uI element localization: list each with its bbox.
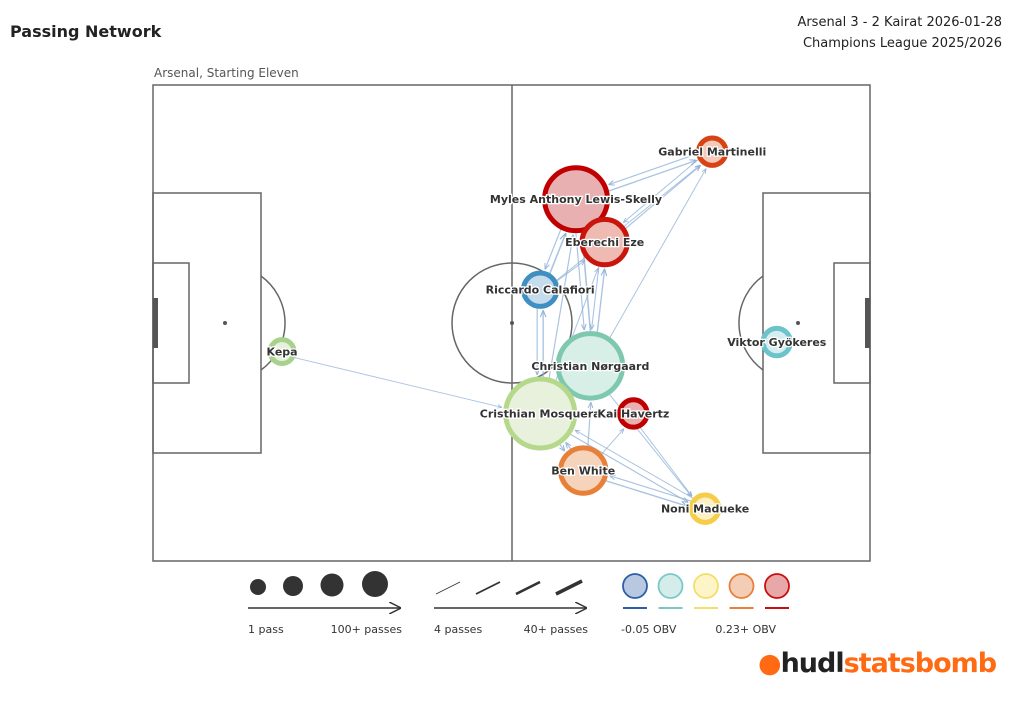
player-label: Kepa xyxy=(267,346,298,359)
pass-edge xyxy=(630,414,692,496)
hudl-statsbomb-logo: ●hudlstatsbomb xyxy=(758,648,998,679)
legend-obv-swatch xyxy=(764,573,790,599)
pass-edge xyxy=(610,476,707,507)
match-info: Arsenal 3 - 2 Kairat 2026-01-28 Champion… xyxy=(797,12,1002,54)
player-label: Viktor Gyökeres xyxy=(727,336,827,349)
legend-obv-max: 0.23+ OBV xyxy=(715,623,776,636)
legend-obv-swatch xyxy=(693,573,719,599)
match-line: Arsenal 3 - 2 Kairat 2026-01-28 xyxy=(797,15,1002,30)
legend-obv-min: -0.05 OBV xyxy=(621,623,677,636)
legend-size-min: 1 pass xyxy=(248,623,284,636)
player-node[interactable] xyxy=(696,135,729,168)
player-node[interactable] xyxy=(503,376,578,451)
player-label: Eberechi Eze xyxy=(565,236,644,249)
legend-obv-swatch xyxy=(728,573,755,599)
player-node[interactable] xyxy=(520,270,560,309)
player-node[interactable] xyxy=(542,165,610,234)
pass-edge xyxy=(609,148,712,185)
pass-edge xyxy=(624,148,711,222)
player-label: Myles Anthony Lewis-Skelly xyxy=(490,193,662,206)
player-node[interactable] xyxy=(555,331,626,401)
player-node[interactable] xyxy=(688,492,722,525)
legend-width-line xyxy=(515,580,541,596)
legend-size-max: 100+ passes xyxy=(331,623,403,636)
player-label: Ben White xyxy=(551,465,615,478)
legend-obv-swatch xyxy=(657,573,684,599)
player-node[interactable] xyxy=(267,337,297,367)
pass-edge xyxy=(592,169,706,368)
player-label: Noni Madueke xyxy=(661,503,749,516)
player-node[interactable] xyxy=(760,325,793,359)
logo-text-hudl: hudl xyxy=(780,648,845,679)
legend-width-line xyxy=(435,581,461,595)
legend-size-dot xyxy=(362,571,388,597)
legend-size-dot xyxy=(320,573,344,597)
legend: 1 pass 100+ passes 4 passes 40+ passes -… xyxy=(248,571,790,636)
legend-obv-swatch xyxy=(622,573,648,599)
player-label: Riccardo Calafiori xyxy=(486,284,595,297)
logo-text-statsbomb: statsbomb xyxy=(843,648,998,679)
competition-line: Champions League 2025/2026 xyxy=(802,36,1002,51)
legend-width-min: 4 passes xyxy=(434,623,482,636)
player-label: Gabriel Martinelli xyxy=(658,146,766,159)
team-subtitle: Arsenal, Starting Eleven xyxy=(154,66,299,80)
legend-size-dot xyxy=(283,576,303,596)
player-node[interactable] xyxy=(558,445,609,496)
player-label: Kai Havertz xyxy=(597,407,669,420)
player-label: Cristhian Mosquera xyxy=(480,407,601,420)
legend-width-max: 40+ passes xyxy=(524,623,589,636)
legend-size-dot xyxy=(250,579,266,595)
legend-width-line xyxy=(555,579,583,596)
pass-edge xyxy=(575,430,707,507)
player-label: Christian Nørgaard xyxy=(531,360,649,373)
pass-edge xyxy=(281,354,501,407)
player-node[interactable] xyxy=(579,216,630,268)
page-title: Passing Network xyxy=(10,22,162,41)
player-node[interactable] xyxy=(617,397,650,430)
legend-width-line xyxy=(475,581,501,595)
